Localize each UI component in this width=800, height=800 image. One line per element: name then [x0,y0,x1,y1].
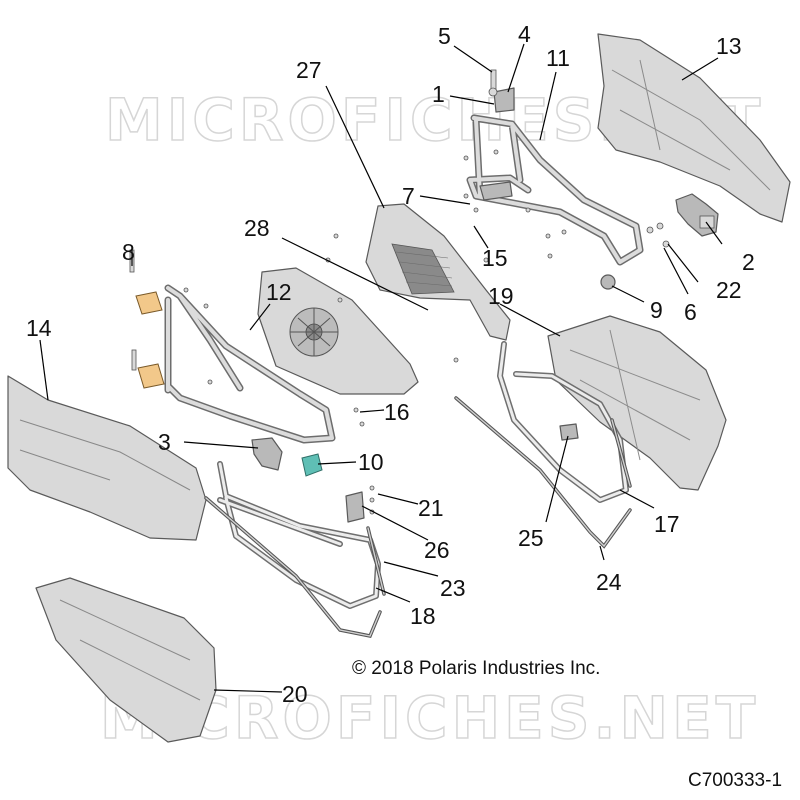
callout-26[interactable]: 26 [424,537,450,563]
part-24-rear-seal [454,396,632,549]
callout-18[interactable]: 18 [410,603,436,629]
part-25-bracket [559,423,579,441]
callout-19[interactable]: 19 [488,283,514,309]
figure-code: C700333-1 [688,770,782,791]
callout-24[interactable]: 24 [596,569,622,595]
leader-lines [39,43,723,693]
callout-9[interactable]: 9 [650,297,663,323]
callout-23[interactable]: 23 [440,575,466,601]
part-3-front-latch [251,437,283,471]
callout-15[interactable]: 15 [482,245,508,271]
callouts: 1 2 3 4 5 6 7 8 9 10 11 12 13 14 15 16 1… [26,21,755,707]
callout-5[interactable]: 5 [438,23,451,49]
callout-6[interactable]: 6 [684,299,697,325]
callout-21[interactable]: 21 [418,495,444,521]
part-9-lock [600,274,616,290]
callout-1[interactable]: 1 [432,81,445,107]
part-18-front-lower-tube [217,461,381,609]
callout-2[interactable]: 2 [742,249,755,275]
callout-22[interactable]: 22 [716,277,742,303]
part-2-latch-handle [675,193,719,237]
callout-28[interactable]: 28 [244,215,270,241]
front-weather-seal [204,496,382,638]
part-7-lower-hinge [479,181,513,201]
part-13-upper-rear-panel [597,33,791,223]
fasteners [183,149,567,515]
part-8-front-hinges [129,249,165,389]
callout-20[interactable]: 20 [282,681,308,707]
callout-8[interactable]: 8 [122,239,135,265]
copyright-text: © 2018 Polaris Industries Inc. [352,658,600,679]
part-27-speaker-panel [365,203,511,341]
part-4-upper-hinge [493,87,515,113]
callout-3[interactable]: 3 [158,429,171,455]
part-14-front-outer-panel [7,375,207,541]
part-12-front-upper-frame [164,284,336,444]
callout-14[interactable]: 14 [26,315,52,341]
part-5-hinge-bolt [488,69,498,97]
part-17-rear-lower-tube [497,341,632,503]
part-19-rear-lower-panel [547,315,727,491]
part-6-22-screws [646,222,670,248]
callout-13[interactable]: 13 [716,33,742,59]
callout-4[interactable]: 4 [518,21,531,47]
callout-17[interactable]: 17 [654,511,680,537]
part-10-clip [301,453,323,477]
callout-16[interactable]: 16 [384,399,410,425]
callout-27[interactable]: 27 [296,57,322,83]
part-11-rear-upper-frame [466,114,644,266]
part-20-front-lower-panel [35,577,217,743]
part-23-seal [366,526,386,596]
callout-10[interactable]: 10 [358,449,384,475]
callout-7[interactable]: 7 [402,183,415,209]
callout-11[interactable]: 11 [546,45,570,71]
callout-12[interactable]: 12 [266,279,292,305]
part-12-fan-panel [257,267,419,395]
part-26-bracket [345,491,365,523]
callout-25[interactable]: 25 [518,525,544,551]
